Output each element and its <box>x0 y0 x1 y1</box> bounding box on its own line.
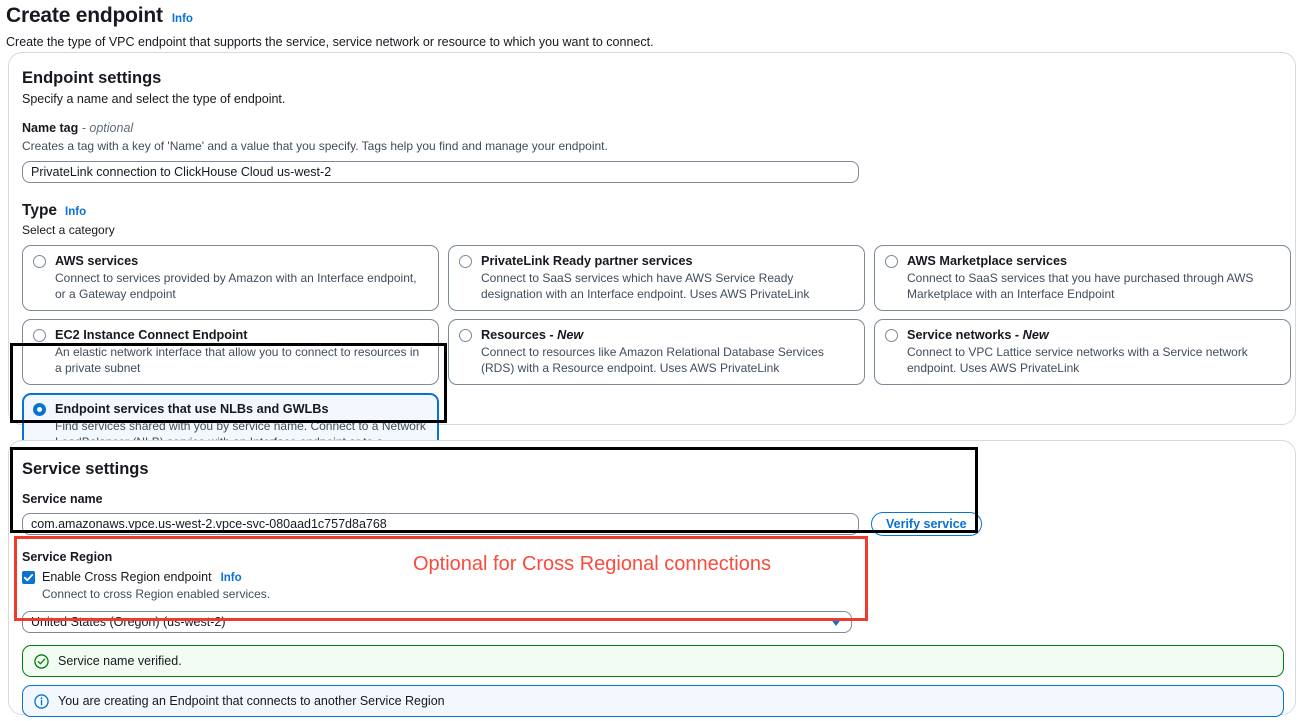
type-option-description: An elastic network interface that allow … <box>55 345 420 375</box>
type-option-title: AWS services <box>55 254 139 268</box>
type-option-card[interactable]: EC2 Instance Connect Endpoint An elastic … <box>22 319 439 385</box>
enable-cross-region-sub: Connect to cross Region enabled services… <box>42 587 271 601</box>
type-heading-row: Type Info <box>22 200 1282 221</box>
type-option-title: Service networks - New <box>907 328 1049 342</box>
checkbox-checked-icon[interactable] <box>22 571 35 584</box>
name-tag-hint: Creates a tag with a key of 'Name' and a… <box>22 139 608 153</box>
radio-selected-icon[interactable] <box>33 403 46 416</box>
enable-cross-region-text-block: Enable Cross Region endpoint Info Connec… <box>42 569 270 602</box>
service-name-row: Verify service <box>22 512 1282 536</box>
name-tag-label-text: Name tag <box>22 121 79 135</box>
type-option-body: EC2 Instance Connect Endpoint An elastic … <box>55 327 428 376</box>
enable-cross-region-label: Enable Cross Region endpoint <box>42 570 212 584</box>
service-name-field-group: Service name Verify service <box>22 491 1282 536</box>
type-option-title: PrivateLink Ready partner services <box>481 254 693 268</box>
name-tag-input[interactable] <box>22 161 859 183</box>
type-option-description: Connect to services provided by Amazon w… <box>55 271 417 301</box>
service-settings-inner: Service settings Service name Verify ser… <box>9 441 1295 717</box>
alert-success: Service name verified. <box>22 645 1284 677</box>
service-name-input[interactable] <box>22 513 859 535</box>
info-circle-icon <box>34 693 49 709</box>
endpoint-settings-description: Specify a name and select the type of en… <box>22 92 286 106</box>
radio-unselected-icon[interactable] <box>885 329 898 342</box>
header-info-link[interactable]: Info <box>171 13 193 25</box>
type-option-title: Resources - New <box>481 328 584 342</box>
page-title: Create endpoint <box>6 4 163 27</box>
type-option-title: Endpoint services that use NLBs and GWLB… <box>55 402 329 416</box>
radio-unselected-icon[interactable] <box>33 329 46 342</box>
type-option-new-badge: New <box>1022 328 1049 342</box>
enable-cross-region-label-line: Enable Cross Region endpoint Info <box>42 569 270 586</box>
type-option-title: AWS Marketplace services <box>907 254 1068 268</box>
check-circle-icon <box>34 653 49 669</box>
annotation-label-cross-region: Optional for Cross Regional connections <box>413 553 771 575</box>
type-option-title: EC2 Instance Connect Endpoint <box>55 328 248 342</box>
verify-service-button[interactable]: Verify service <box>871 512 982 536</box>
service-region-label: Service Region <box>22 550 113 564</box>
type-label: Type <box>22 202 58 219</box>
type-option-description: Connect to VPC Lattice service networks … <box>907 345 1248 375</box>
alert-message: You are creating an Endpoint that connec… <box>58 694 445 708</box>
radio-unselected-icon[interactable] <box>33 255 46 268</box>
endpoint-settings-panel: Endpoint settings Specify a name and sel… <box>8 52 1296 490</box>
type-option-new-badge: New <box>557 328 584 342</box>
alert-message: Service name verified. <box>58 654 182 668</box>
service-region-select-value: United States (Oregon) (us-west-2) <box>31 615 226 629</box>
service-settings-title: Service settings <box>22 460 149 478</box>
radio-unselected-icon[interactable] <box>459 329 472 342</box>
name-tag-optional-suffix: - optional <box>81 121 134 135</box>
type-option-description: Connect to SaaS services which have AWS … <box>481 271 810 301</box>
type-option-description: Connect to SaaS services that you have p… <box>907 271 1254 301</box>
service-region-select[interactable]: United States (Oregon) (us-west-2) <box>22 611 852 633</box>
radio-unselected-icon[interactable] <box>885 255 898 268</box>
chevron-down-icon[interactable] <box>830 618 842 626</box>
radio-unselected-icon[interactable] <box>459 255 472 268</box>
cross-region-info-link[interactable]: Info <box>220 572 242 584</box>
name-tag-field-group: Name tag - optional Creates a tag with a… <box>22 120 1282 183</box>
service-name-label: Service name <box>22 492 103 506</box>
name-tag-label: Name tag - optional <box>22 120 1282 137</box>
enable-cross-region-row[interactable]: Enable Cross Region endpoint Info Connec… <box>22 569 862 602</box>
page-header: Create endpoint Info Create the type of … <box>0 0 1304 51</box>
page-description: Create the type of VPC endpoint that sup… <box>6 35 654 49</box>
alert-info: You are creating an Endpoint that connec… <box>22 685 1284 717</box>
type-option-description: Connect to resources like Amazon Relatio… <box>481 345 824 375</box>
service-settings-panel: Service settings Service name Verify ser… <box>8 440 1296 717</box>
endpoint-settings-title: Endpoint settings <box>22 69 162 87</box>
type-sub-label: Select a category <box>22 223 115 237</box>
endpoint-settings-inner: Endpoint settings Specify a name and sel… <box>9 53 1295 490</box>
alerts-container: Service name verified. You are creating a… <box>22 645 1284 717</box>
type-info-link[interactable]: Info <box>65 206 87 218</box>
page-title-row: Create endpoint Info <box>6 2 1304 30</box>
